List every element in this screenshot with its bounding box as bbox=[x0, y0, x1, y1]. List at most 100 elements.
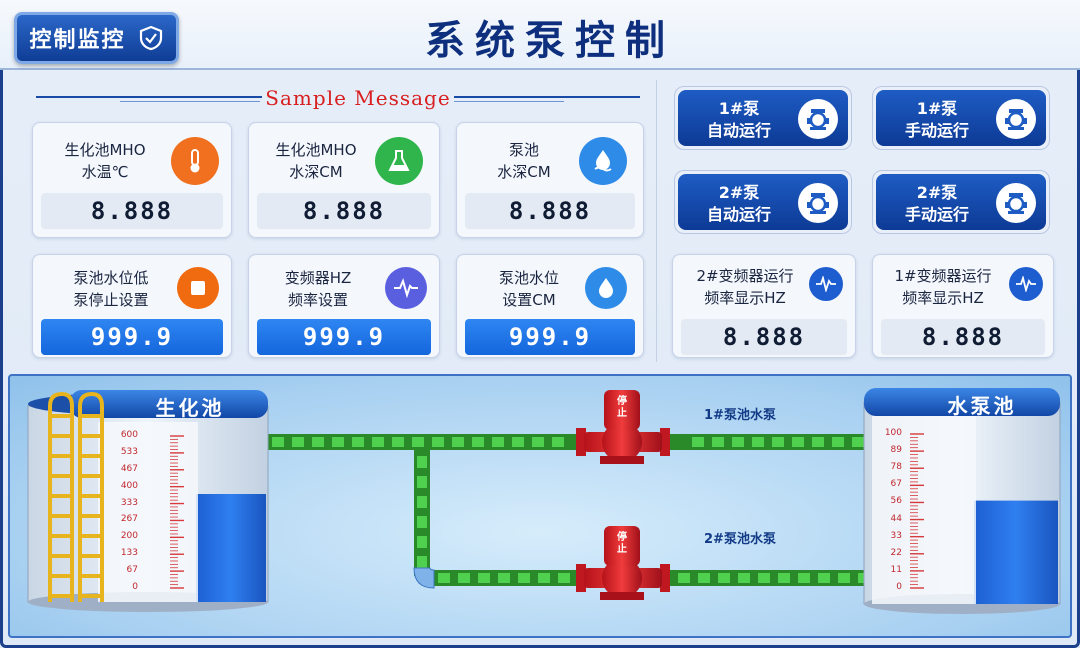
water-drop-icon bbox=[585, 267, 627, 309]
card-label-line1: 2#变频器运行 bbox=[696, 267, 794, 285]
card-label-line1: 泵池水位 bbox=[498, 269, 559, 287]
scale-tick-label: 133 bbox=[120, 548, 138, 559]
card-label-line2: 频率显示HZ bbox=[704, 289, 786, 307]
scale-tick-label: 467 bbox=[120, 463, 138, 474]
biochem-pool-temp-value: 8.888 bbox=[41, 193, 223, 229]
card-label-line1: 生化池MHO bbox=[64, 141, 146, 159]
pump1-valve[interactable] bbox=[576, 390, 670, 464]
pump2-valve[interactable] bbox=[576, 526, 670, 600]
biochem-pool-depth-card: 生化池MHO 水深CM 8.888 bbox=[248, 122, 440, 238]
pump2-auto-run-button[interactable]: 2#泵 自动运行 bbox=[674, 170, 852, 234]
pump-btn-line1: 1#泵 bbox=[718, 99, 760, 118]
low-level-stop-setting-card: 泵池水位低 泵停止设置 999.9 bbox=[32, 254, 232, 358]
message-line-right bbox=[454, 96, 640, 98]
scale-tick-label: 200 bbox=[120, 531, 138, 542]
right-tank bbox=[863, 388, 1061, 614]
scale-tick-label: 44 bbox=[890, 513, 902, 524]
scale-tick-label: 22 bbox=[890, 547, 902, 558]
vfd1-frequency-value: 8.888 bbox=[881, 319, 1045, 355]
scale-tick-label: 333 bbox=[120, 497, 138, 508]
waveform-icon bbox=[1009, 267, 1043, 301]
page-title: 系统泵控制 bbox=[425, 18, 675, 64]
low-level-stop-setting-input[interactable]: 999.9 bbox=[41, 319, 223, 355]
pump-btn-line2: 手动运行 bbox=[904, 121, 969, 140]
right-tank-title: 水泵池 bbox=[947, 394, 1017, 418]
process-scene: 生化池 水泵池 600 533 467 400 333 267 200 133 67 0 100 8… bbox=[8, 374, 1072, 638]
scale-tick-label: 33 bbox=[890, 530, 902, 541]
vfd2-frequency-value: 8.888 bbox=[681, 319, 847, 355]
pump1-status-text: 停止 bbox=[617, 396, 627, 419]
pump1-auto-run-button[interactable]: 1#泵 自动运行 bbox=[674, 86, 852, 150]
pump-pool-level-setting-input[interactable]: 999.9 bbox=[465, 319, 635, 355]
scale-tick-label: 89 bbox=[890, 445, 902, 456]
scale-tick-label: 533 bbox=[120, 446, 138, 457]
left-tank bbox=[27, 390, 269, 612]
pump1-line-label: 1#泵池水泵 bbox=[704, 408, 776, 423]
card-label-line1: 变频器HZ bbox=[284, 269, 352, 287]
scale-tick-label: 0 bbox=[132, 582, 138, 592]
right-tank-scale bbox=[910, 433, 924, 589]
pump1-manual-run-button[interactable]: 1#泵 手动运行 bbox=[872, 86, 1050, 150]
pump-btn-line1: 2#泵 bbox=[718, 183, 760, 202]
sample-message: Sample Message bbox=[265, 86, 451, 110]
message-line-right-thin bbox=[454, 101, 564, 102]
pump-icon bbox=[996, 99, 1036, 139]
scale-tick-label: 56 bbox=[890, 496, 902, 507]
message-line-left-thin bbox=[120, 101, 260, 102]
pump-icon bbox=[798, 183, 838, 223]
pump-icon bbox=[996, 183, 1036, 223]
card-label-line2: 频率显示HZ bbox=[902, 289, 984, 307]
ladder bbox=[48, 391, 104, 602]
waveform-icon bbox=[809, 267, 843, 301]
card-label-line1: 泵池 bbox=[508, 141, 539, 159]
water-drop-waves-icon bbox=[579, 137, 627, 185]
biochem-pool-temp-card: 生化池MHO 水温℃ 8.888 bbox=[32, 122, 232, 238]
vfd-frequency-setting-card: 变频器HZ 频率设置 999.9 bbox=[248, 254, 440, 358]
pump-pool-depth-value: 8.888 bbox=[465, 193, 635, 229]
card-label-line1: 泵池水位低 bbox=[73, 269, 149, 287]
vfd2-frequency-card: 2#变频器运行 频率显示HZ 8.888 bbox=[672, 254, 856, 358]
scale-tick-label: 600 bbox=[120, 430, 138, 440]
pump2-manual-run-button[interactable]: 2#泵 手动运行 bbox=[872, 170, 1050, 234]
scale-tick-label: 78 bbox=[890, 462, 902, 473]
left-tank-title: 生化池 bbox=[155, 396, 225, 420]
process-diagram bbox=[27, 388, 1061, 614]
shield-check-icon bbox=[139, 25, 162, 51]
card-label-line2: 水深CM bbox=[289, 163, 343, 181]
vfd-frequency-setting-input[interactable]: 999.9 bbox=[257, 319, 431, 355]
flask-icon bbox=[375, 137, 423, 185]
pump-btn-line2: 手动运行 bbox=[904, 205, 969, 224]
waveform-icon bbox=[385, 267, 427, 309]
pump2-status-text: 停止 bbox=[617, 532, 627, 555]
pump-btn-line2: 自动运行 bbox=[706, 121, 771, 140]
vfd1-frequency-card: 1#变频器运行 频率显示HZ 8.888 bbox=[872, 254, 1054, 358]
scale-tick-label: 267 bbox=[120, 514, 138, 525]
card-label-line2: 泵停止设置 bbox=[73, 291, 149, 309]
control-monitor-label: 控制监控 bbox=[29, 28, 126, 53]
card-label-line2: 设置CM bbox=[502, 291, 556, 309]
scale-tick-label: 67 bbox=[126, 565, 138, 576]
thermometer-icon bbox=[171, 137, 219, 185]
pump-pool-depth-card: 泵池 水深CM 8.888 bbox=[456, 122, 644, 238]
pipe-elbow bbox=[413, 567, 435, 589]
scale-tick-label: 0 bbox=[896, 582, 902, 592]
panel-divider bbox=[656, 80, 657, 362]
scale-tick-label: 400 bbox=[120, 480, 138, 491]
scale-tick-label: 100 bbox=[884, 428, 902, 438]
stop-icon bbox=[177, 267, 219, 309]
header: 控制监控 系统泵控制 bbox=[0, 0, 1080, 70]
scale-tick-label: 11 bbox=[890, 564, 902, 575]
pump-icon bbox=[798, 99, 838, 139]
pipe-segments bbox=[272, 437, 870, 583]
pump-btn-line1: 1#泵 bbox=[916, 99, 958, 118]
card-label-line2: 水深CM bbox=[497, 163, 551, 181]
pump2-line-label: 2#泵池水泵 bbox=[704, 532, 776, 547]
card-label-line1: 生化池MHO bbox=[275, 141, 357, 159]
card-label-line2: 水温℃ bbox=[81, 163, 129, 181]
pump-btn-line1: 2#泵 bbox=[916, 183, 958, 202]
pump-btn-line2: 自动运行 bbox=[706, 205, 771, 224]
control-monitor-button[interactable]: 控制监控 bbox=[14, 12, 179, 64]
scale-tick-label: 67 bbox=[890, 479, 902, 490]
card-label-line1: 1#变频器运行 bbox=[894, 267, 992, 285]
card-label-line2: 频率设置 bbox=[287, 291, 348, 309]
